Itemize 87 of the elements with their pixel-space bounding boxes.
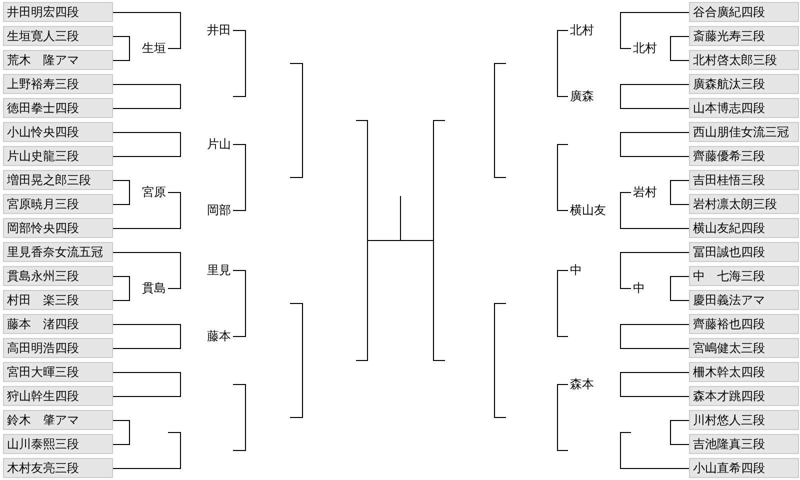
name-box: 岩村凛太朗三段 xyxy=(689,194,799,214)
name-box: 狩山幹生四段 xyxy=(3,386,113,406)
name-box: 木村友亮三段 xyxy=(3,458,113,478)
bracket-line xyxy=(620,192,690,229)
name-box: 横山友紀四段 xyxy=(689,218,799,238)
name-box: 齊藤裕也四段 xyxy=(689,314,799,334)
winner-name: 北村 xyxy=(568,22,596,38)
bracket-line xyxy=(670,420,690,445)
bracket-line xyxy=(620,12,690,49)
winner-name: 藤本 xyxy=(205,328,233,344)
winner-name: 貫島 xyxy=(140,280,168,296)
name-box: 高田明浩四段 xyxy=(3,338,113,358)
name-box: 斎藤光寿三段 xyxy=(689,26,799,46)
bracket-line xyxy=(620,432,690,469)
bracket-line xyxy=(557,30,568,97)
bracket-line xyxy=(620,252,690,289)
winner-name: 北村 xyxy=(631,40,659,56)
name-box: 井田明宏四段 xyxy=(3,2,113,22)
winner-name: 生垣 xyxy=(140,40,168,56)
bracket-line xyxy=(557,270,568,337)
winner-name: 岡部 xyxy=(205,202,233,218)
name-box: 岡部怜央四段 xyxy=(3,218,113,238)
name-box: 小山怜央四段 xyxy=(3,122,113,142)
name-box: 慶田義法アマ xyxy=(689,290,799,310)
bracket-line xyxy=(112,12,181,49)
name-box: 生垣寛人三段 xyxy=(3,26,113,46)
bracket-line xyxy=(112,192,181,229)
name-box: 冨田誠也四段 xyxy=(689,242,799,262)
bracket-line xyxy=(670,276,690,301)
name-box: 谷合廣紀四段 xyxy=(689,2,799,22)
name-box: 柵木幹太四段 xyxy=(689,362,799,382)
bracket-line xyxy=(557,384,568,451)
bracket-line xyxy=(620,372,690,397)
name-box: 貫島永州三段 xyxy=(3,266,113,286)
bracket-line xyxy=(112,432,181,469)
bracket-line xyxy=(112,276,130,301)
name-box: 宮嶋健太三段 xyxy=(689,338,799,358)
bracket-line xyxy=(557,144,568,211)
name-box: 上野裕寿三段 xyxy=(3,74,113,94)
winner-name: 中 xyxy=(631,280,647,296)
bracket-line xyxy=(112,252,181,289)
winner-name: 里見 xyxy=(205,262,233,278)
bracket-line xyxy=(112,420,130,445)
winner-name: 森本 xyxy=(568,376,596,392)
name-box: 片山史龍三段 xyxy=(3,146,113,166)
name-box: 吉池隆真三段 xyxy=(689,434,799,454)
name-box: 藤本 渚四段 xyxy=(3,314,113,334)
bracket-line xyxy=(112,372,181,397)
bracket-line xyxy=(112,84,181,109)
name-box: 川村悠人三段 xyxy=(689,410,799,430)
bracket-line xyxy=(112,36,130,61)
name-box: 鈴木 肇アマ xyxy=(3,410,113,430)
name-box: 宮原暁月三段 xyxy=(3,194,113,214)
name-box: 小山直希四段 xyxy=(689,458,799,478)
name-box: 里見香奈女流五冠 xyxy=(3,242,113,262)
bracket-line xyxy=(112,180,130,205)
name-box: 森本才跳四段 xyxy=(689,386,799,406)
bracket-line xyxy=(620,324,690,349)
name-box: 増田晃之郎三段 xyxy=(3,170,113,190)
name-box: 吉田桂悟三段 xyxy=(689,170,799,190)
bracket-line xyxy=(112,324,181,349)
bracket-line xyxy=(232,144,246,211)
bracket-line xyxy=(670,36,690,61)
bracket-line xyxy=(232,30,246,97)
winner-name: 宮原 xyxy=(140,184,168,200)
name-box: 村田 楽三段 xyxy=(3,290,113,310)
name-box: 中 七海三段 xyxy=(689,266,799,286)
bracket-line xyxy=(112,132,181,157)
name-box: 西山朋佳女流三冠 xyxy=(689,122,799,142)
name-box: 宮田大暉三段 xyxy=(3,362,113,382)
winner-name: 岩村 xyxy=(631,184,659,200)
bracket-line xyxy=(232,270,246,337)
bracket-line xyxy=(670,180,690,205)
name-box: 廣森航汰三段 xyxy=(689,74,799,94)
winner-name: 井田 xyxy=(205,22,233,38)
name-box: 山本博志四段 xyxy=(689,98,799,118)
winner-name: 横山友 xyxy=(568,202,608,218)
name-box: 齊藤優希三段 xyxy=(689,146,799,166)
name-box: 徳田拳士四段 xyxy=(3,98,113,118)
winner-name: 廣森 xyxy=(568,88,596,104)
bracket-line xyxy=(620,132,690,157)
bracket-line xyxy=(620,84,690,109)
name-box: 北村啓太郎三段 xyxy=(689,50,799,70)
winner-name: 片山 xyxy=(205,136,233,152)
name-box: 荒木 隆アマ xyxy=(3,50,113,70)
winner-name: 中 xyxy=(568,262,584,278)
name-box: 山川泰熙三段 xyxy=(3,434,113,454)
